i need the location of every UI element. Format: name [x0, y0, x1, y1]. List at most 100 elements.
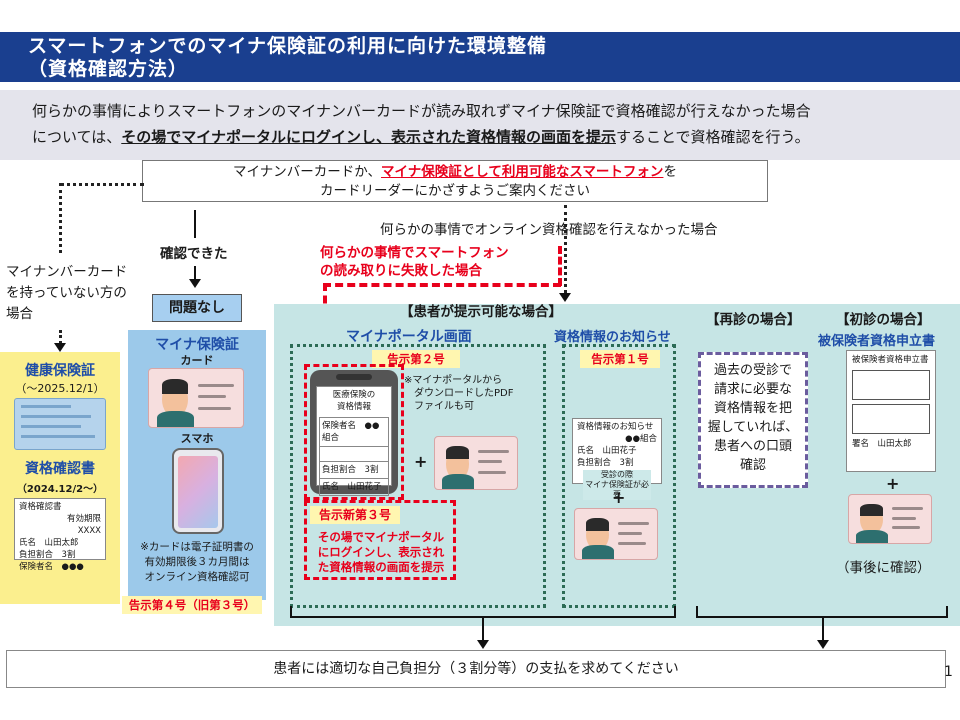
myna-insurance-panel: マイナ保険証 カード スマホ ※カードは電子証明書の 有効期限後３カ月間は オン… [128, 330, 266, 600]
intro-line2-post: することで資格確認を行う。 [615, 128, 810, 146]
red-dashed-phone-box [304, 364, 404, 500]
qualification-doc-title: 資格確認書 [25, 461, 95, 477]
online-fail-label: 何らかの事情でオンライン資格確認を行えなかった場合 [380, 222, 718, 238]
revisit-text-3: 資格情報を把 [713, 401, 792, 416]
portal-note-1: ※マイナポータルから [404, 375, 503, 386]
declaration-signature: 署名 山田太郎 [852, 439, 912, 449]
page-title: スマートフォンでのマイナ保険証の利用に向けた環境整備 （資格確認方法） [0, 32, 960, 82]
no-card-note: マイナンバーカード を持っていない方の 場合 [6, 262, 156, 325]
portal-myna-card [434, 436, 518, 490]
revisit-text-2: 請求に必要な [713, 382, 792, 397]
no-card-note-2: を持っていない方の [6, 285, 127, 301]
red-dashed-arrow-h [323, 283, 561, 287]
guidance-post: を [663, 164, 677, 180]
notice-dotted-box [562, 344, 676, 608]
phone-screen-title-1: 医療保険の [332, 390, 376, 400]
notice-bubble: 受診の際 マイナ保険証が必要 [583, 470, 651, 500]
notice-plus: + [612, 488, 626, 507]
title-line-2: （資格確認方法） [28, 58, 189, 80]
phone-table: 保険者名 ●●組合 負担割合 3割 氏名 山田花子 [319, 417, 389, 496]
left-dotted-down [59, 183, 62, 253]
revisit-header: 【再診の場合】 [706, 312, 801, 328]
portal-tag: 告示第２号 [372, 350, 460, 368]
red-failed-2: の読み取りに失敗した場合 [320, 263, 482, 279]
online-fail-arrowhead [559, 293, 571, 302]
myna-phone-label: スマホ [180, 432, 214, 445]
first-myna-card [848, 494, 932, 544]
health-card-image [14, 398, 106, 450]
arrow-right-head [817, 640, 829, 649]
payment-instruction-box: 患者には適切な自己負担分（３割分等）の支払を求めてください [6, 650, 946, 688]
new-notice-3-text: その場でマイナポータル にログインし、表示され た資格情報の画面を提示 [308, 530, 454, 575]
arrow-right-line [822, 618, 824, 640]
revisit-text-4: 握していれば、 [707, 420, 799, 435]
left-dotted-connector [60, 183, 144, 186]
portal-phone-image: 医療保険の 資格情報 保険者名 ●●組合 負担割合 3割 氏名 山田花子 [310, 370, 398, 496]
notice-doc-row2: 氏名 山田花子 [577, 446, 637, 456]
revisit-text-5: 患者への口頭 [713, 439, 792, 454]
portal-note-2: ダウンロードしたPDF [414, 388, 514, 399]
declaration-field-1 [852, 370, 930, 400]
revisit-text-1: 過去の受診で [713, 363, 792, 378]
bracket-right [696, 606, 948, 618]
confirmed-line [194, 210, 196, 238]
new3-text-3: た資格情報の画面を提示 [317, 560, 445, 574]
confirmed-label: 確認できた [160, 246, 228, 262]
qual-doc-valid-val: XXXX [77, 526, 101, 536]
myna-note-3: オンライン資格確認可 [144, 571, 250, 583]
qual-doc-title: 資格確認書 [19, 502, 62, 512]
red-failed-1: 何らかの事情でスマートフォン [320, 245, 509, 261]
first-plus: + [886, 474, 900, 493]
new3-text-2: にログインし、表示され [317, 545, 445, 559]
portal-dotted-box [290, 344, 546, 608]
myna-note: ※カードは電子証明書の 有効期限後３カ月間は オンライン資格確認可 [128, 540, 266, 585]
guidance-line-2: カードリーダーにかざすようご案内ください [320, 183, 590, 199]
declaration-doc-title: 被保険者資格申立書 [852, 355, 929, 365]
intro-emphasis: その場でマイナポータルにログインし、表示された資格情報の画面を提示 [121, 128, 616, 146]
new-notice-3-tag: 告示新第３号 [310, 506, 400, 524]
after-check-note: （事後に確認） [836, 560, 931, 576]
phone-screen-title-2: 資格情報 [336, 402, 371, 412]
portal-note-3: ファイルも可 [414, 401, 474, 412]
intro-line-2: については、その場でマイナポータルにログインし、表示された資格情報の画面を提示す… [32, 124, 960, 150]
left-dotted-down-2 [59, 330, 62, 344]
qualification-doc-date: （2024.12/2～） [16, 484, 104, 495]
left-arrowhead [54, 343, 66, 352]
smartphone-image [172, 448, 224, 534]
notice-doc-row1: ●●組合 [625, 434, 657, 444]
bracket-left [290, 606, 676, 618]
health-insurance-panel: 健康保険証 （～2025.12/1） 資格確認書 （2024.12/2～） 資格… [0, 352, 120, 604]
patient-can-present-header: 【患者が提示可能な場合】 [400, 304, 562, 320]
notice-4-tag: 告示第４号（旧第３号） [122, 596, 262, 614]
myna-card-image [148, 368, 244, 428]
qual-doc-num-row: 保険者名 ●●● [19, 562, 84, 572]
notice-doc-title: 資格情報のお知らせ [577, 422, 654, 432]
no-card-note-1: マイナンバーカード [6, 264, 128, 280]
portal-pdf-note: ※マイナポータルから ダウンロードしたPDF ファイルも可 [404, 374, 544, 413]
guidance-highlight: マイナ保険証として利用可能なスマートフォン [381, 164, 664, 180]
revisit-text-6: 確認 [739, 458, 766, 473]
declaration-field-2 [852, 404, 930, 434]
notice-doc-row3: 負担割合 3割 [577, 458, 634, 468]
no-card-note-3: 場合 [6, 306, 33, 322]
arrow-left-head [477, 640, 489, 649]
notice-1-tag: 告示第１号 [580, 350, 660, 368]
qual-doc-valid: 有効期限 [66, 514, 101, 524]
intro-text: 何らかの事情によりスマートフォンのマイナンバーカードが読み取れずマイナ保険証で資… [0, 90, 960, 160]
qual-doc-name-row: 氏名 山田太郎 [19, 538, 79, 548]
title-line-1: スマートフォンでのマイナ保険証の利用に向けた環境整備 [28, 35, 548, 57]
guidance-line-1: マイナンバーカードか、マイナ保険証として利用可能なスマートフォンを [143, 163, 767, 182]
myna-title: マイナ保険証 [155, 337, 239, 353]
health-card-title: 健康保険証 [25, 363, 95, 379]
qual-doc-ratio-row: 負担割合 3割 [19, 550, 76, 560]
health-card-date: （～2025.12/1） [15, 382, 105, 395]
qualification-doc-image: 資格確認書 有効期限 XXXX 氏名 山田太郎 負担割合 3割 保険者名 ●●● [14, 498, 106, 572]
myna-note-1: ※カードは電子証明書の [140, 541, 254, 553]
notice-title: 資格情報のお知らせ [554, 330, 671, 345]
portal-screen-title: マイナポータル画面 [346, 329, 472, 345]
guidance-pre: マイナンバーカードか、 [233, 164, 382, 180]
confirmed-arrowhead [189, 279, 201, 288]
confirmed-arrow-line [194, 266, 196, 280]
online-fail-dotted [564, 205, 567, 293]
intro-line2-pre: については、 [32, 128, 122, 146]
